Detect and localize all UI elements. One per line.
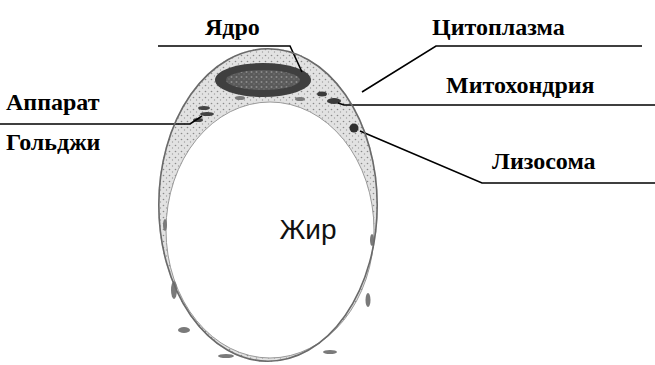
lysosome-label-holder: Лизосома (492, 146, 596, 176)
cell-membrane-outline (159, 49, 377, 361)
cytoplasm (158, 48, 378, 362)
mitochondrion-leader (338, 103, 655, 105)
nucleus-chromatin (226, 70, 300, 90)
fat-cell: Жир (158, 48, 378, 362)
cytoplasm-label: Цитоплазма (432, 12, 565, 42)
golgi-leader (0, 116, 202, 124)
golgi-label-holder: Аппарат Гольджи (6, 82, 100, 162)
node-text-holder: Жир (279, 216, 336, 244)
lysosome-label: Лизосома (492, 146, 596, 176)
nucleus-label-holder: Ядро (205, 12, 260, 42)
mitochondrion (317, 92, 341, 105)
leader-lines (0, 46, 655, 183)
golgi-label: Аппарат Гольджи (6, 82, 100, 162)
mitochondrion-label: Митохондрия (446, 70, 595, 100)
fat-label: Жир (279, 216, 336, 244)
lysosome (350, 124, 359, 133)
cell-membrane (158, 48, 378, 362)
lysosome-leader (360, 131, 655, 183)
cytoplasm-label-holder: Цитоплазма (432, 12, 565, 42)
nucleus (215, 63, 311, 97)
mitochondrion-label-holder: Митохондрия (446, 70, 595, 100)
nucleus-label: Ядро (205, 12, 260, 42)
